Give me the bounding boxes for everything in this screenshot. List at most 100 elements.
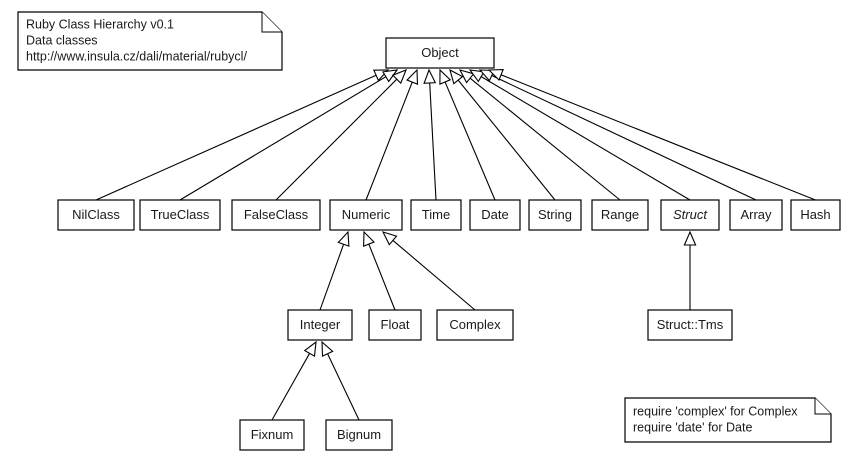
edge-line xyxy=(327,353,360,421)
inheritance-edge-complex-to-numeric xyxy=(381,231,476,311)
inheritance-triangle-icon xyxy=(406,68,419,85)
edge-line xyxy=(469,77,621,201)
class-name-label: Struct xyxy=(673,207,708,222)
class-box-frame xyxy=(385,37,495,69)
class-box-frame xyxy=(729,199,783,231)
class-box-frame xyxy=(410,199,462,231)
inheritance-triangle-icon xyxy=(337,230,350,247)
class-box-string[interactable]: String xyxy=(528,199,582,231)
class-name-label: TrueClass xyxy=(151,207,210,222)
class-box-structtms[interactable]: Struct::Tms xyxy=(647,309,733,341)
class-box-trueclass[interactable]: TrueClass xyxy=(139,199,221,231)
class-box-frame xyxy=(790,199,841,231)
note-line: http://www.insula.cz/dali/material/rubyc… xyxy=(26,49,247,63)
class-box-numeric[interactable]: Numeric xyxy=(329,199,403,231)
edge-layer xyxy=(95,68,816,421)
edge-line xyxy=(179,76,387,201)
class-name-label: Struct::Tms xyxy=(657,317,724,332)
class-box-frame xyxy=(368,309,422,341)
note-fold-corner-icon xyxy=(261,12,282,33)
edge-line xyxy=(365,81,413,201)
class-name-label: Array xyxy=(740,207,772,222)
class-box-frame xyxy=(325,419,393,451)
edge-line xyxy=(319,244,345,311)
edge-line xyxy=(457,79,556,201)
class-box-object[interactable]: Object xyxy=(385,37,495,69)
inheritance-edge-integer-to-numeric xyxy=(319,230,350,311)
inheritance-triangle-icon xyxy=(423,68,437,84)
class-box-hash[interactable]: Hash xyxy=(790,199,841,231)
note-line: Data classes xyxy=(26,33,98,47)
note-line: require 'date' for Date xyxy=(633,420,752,434)
edge-line xyxy=(491,75,757,201)
inheritance-edge-struct-to-object xyxy=(468,69,691,201)
edge-line xyxy=(275,78,398,201)
class-name-label: Bignum xyxy=(337,427,381,442)
note-line: Ruby Class Hierarchy v0.1 xyxy=(26,17,174,31)
class-box-bignum[interactable]: Bignum xyxy=(325,419,393,451)
inheritance-triangle-icon xyxy=(468,69,485,83)
class-name-label: Hash xyxy=(800,207,830,222)
inheritance-triangle-icon xyxy=(683,230,697,246)
class-box-fixnum[interactable]: Fixnum xyxy=(239,419,305,451)
note-line: require 'complex' for Complex xyxy=(633,404,798,418)
class-name-label: Complex xyxy=(449,317,501,332)
edge-line xyxy=(444,81,496,201)
class-box-frame xyxy=(57,199,135,231)
note-require-note: require 'complex' for Complex require 'da… xyxy=(624,397,832,443)
class-box-integer[interactable]: Integer xyxy=(287,309,353,341)
inheritance-triangle-icon xyxy=(487,69,504,81)
class-name-label: FalseClass xyxy=(244,207,309,222)
edge-line xyxy=(368,243,396,311)
edge-line xyxy=(95,74,377,201)
inheritance-triangle-icon xyxy=(478,69,496,82)
edge-line xyxy=(500,74,816,201)
inheritance-edge-time-to-object xyxy=(423,68,437,201)
class-name-label: Integer xyxy=(300,317,341,332)
inheritance-edge-nilclass-to-object xyxy=(95,69,390,201)
note-frame xyxy=(17,11,283,71)
class-box-frame xyxy=(139,199,221,231)
class-box-frame xyxy=(647,309,733,341)
inheritance-triangle-icon xyxy=(321,340,334,358)
class-name-label: Time xyxy=(422,207,450,222)
class-box-nilclass[interactable]: NilClass xyxy=(57,199,135,231)
inheritance-edge-array-to-object xyxy=(478,69,757,201)
inheritance-triangle-icon xyxy=(303,340,317,357)
inheritance-edge-string-to-object xyxy=(449,68,556,201)
class-box-frame xyxy=(591,199,649,231)
class-box-frame xyxy=(660,199,720,231)
edge-line xyxy=(429,82,437,201)
class-name-label: String xyxy=(538,207,572,222)
inheritance-triangle-icon xyxy=(363,230,375,247)
class-box-frame xyxy=(239,419,305,451)
class-box-falseclass[interactable]: FalseClass xyxy=(231,199,321,231)
inheritance-edge-trueclass-to-object xyxy=(179,69,399,201)
inheritance-edge-bignum-to-integer xyxy=(321,340,360,421)
class-name-label: Range xyxy=(601,207,639,222)
class-box-frame xyxy=(231,199,321,231)
inheritance-triangle-icon xyxy=(391,69,407,85)
class-box-complex[interactable]: Complex xyxy=(436,309,514,341)
class-box-date[interactable]: Date xyxy=(469,199,521,231)
inheritance-triangle-icon xyxy=(381,231,398,246)
edge-line xyxy=(480,76,691,201)
class-box-float[interactable]: Float xyxy=(368,309,422,341)
class-box-frame xyxy=(436,309,514,341)
class-name-label: Fixnum xyxy=(251,427,294,442)
inheritance-edge-date-to-object xyxy=(439,68,496,201)
class-box-frame xyxy=(528,199,582,231)
class-name-label: Float xyxy=(381,317,410,332)
inheritance-edge-float-to-numeric xyxy=(363,230,396,311)
class-box-range[interactable]: Range xyxy=(591,199,649,231)
inheritance-edge-hash-to-object xyxy=(487,69,816,201)
class-name-label: Date xyxy=(481,207,508,222)
class-box-struct[interactable]: Struct xyxy=(660,199,720,231)
class-box-array[interactable]: Array xyxy=(729,199,783,231)
class-box-time[interactable]: Time xyxy=(410,199,462,231)
inheritance-edge-structtms-to-struct xyxy=(683,230,697,310)
